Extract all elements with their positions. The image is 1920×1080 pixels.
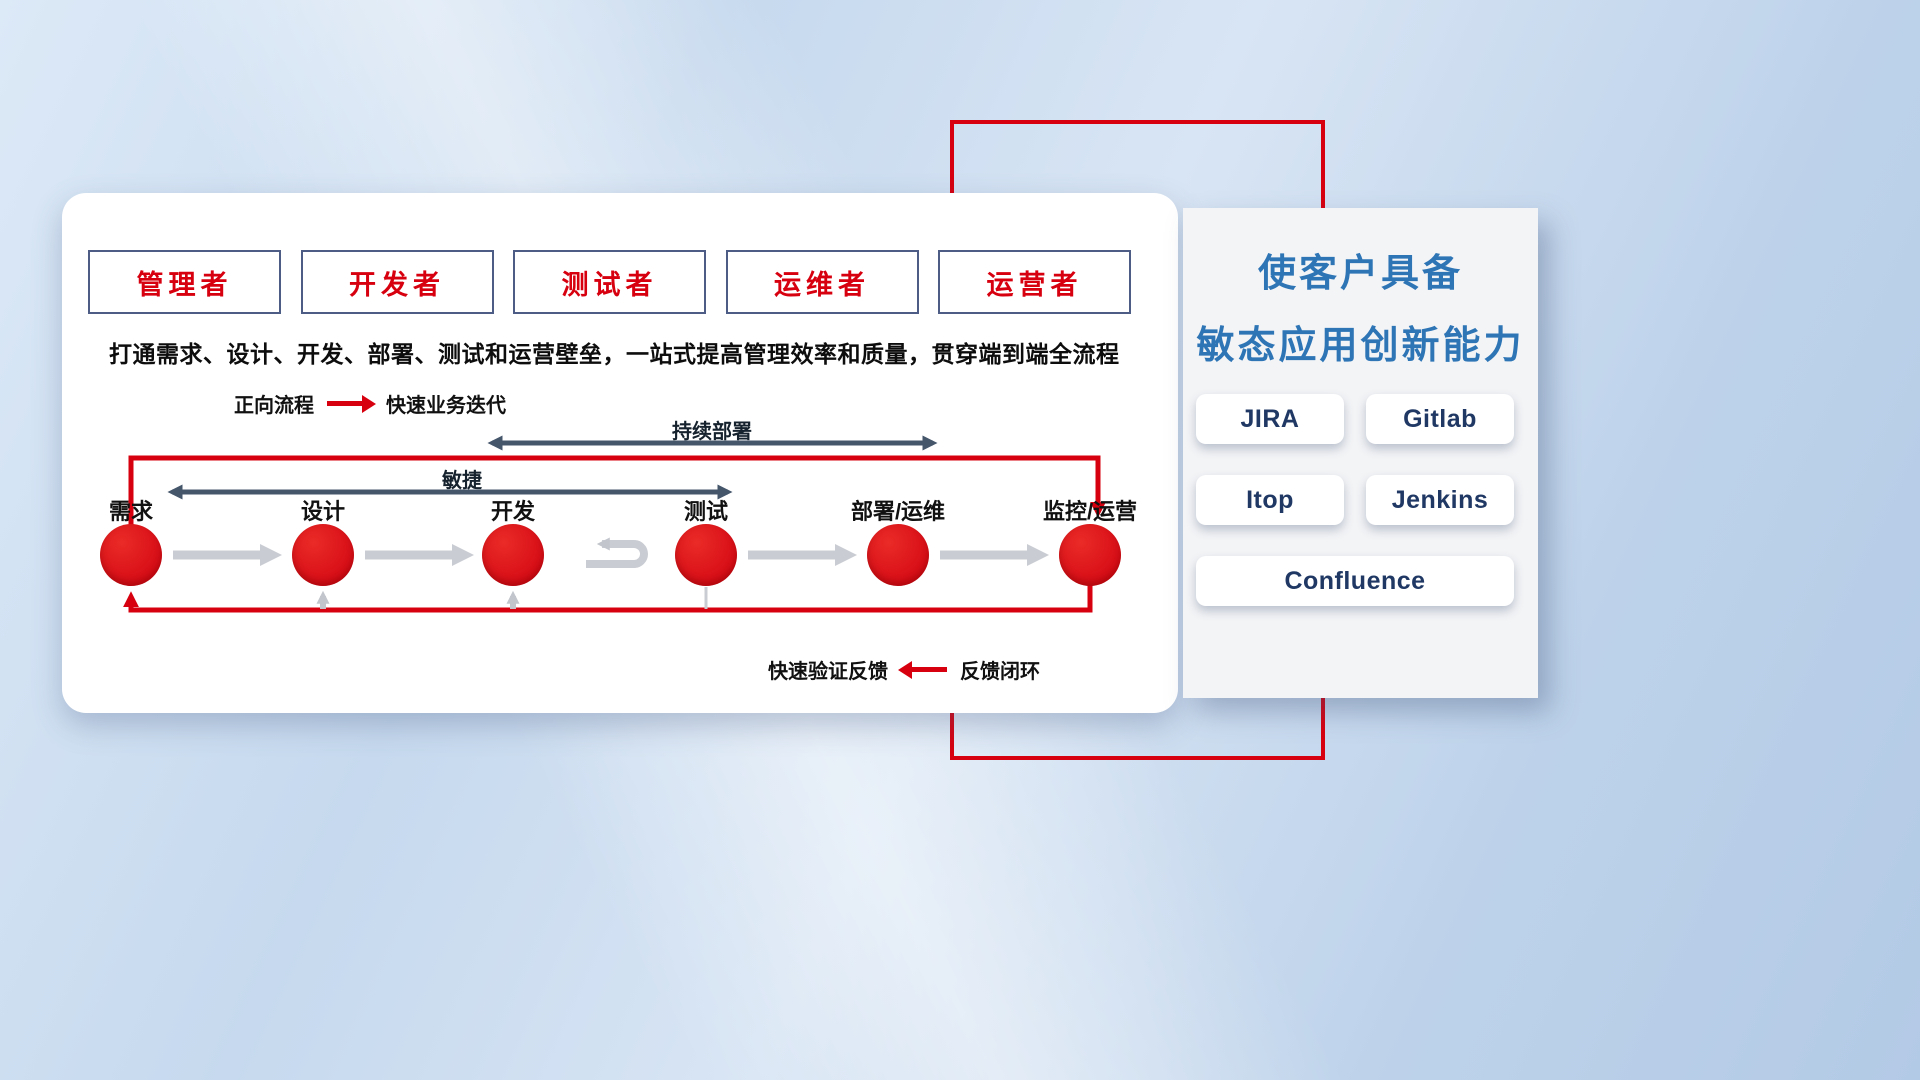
flow-description: 打通需求、设计、开发、部署、测试和运营壁垒，一站式提高管理效率和质量，贯穿端到端… (109, 341, 1120, 367)
stage-node-deploy-ops (867, 524, 929, 586)
stage-label-develop: 开发 (490, 499, 535, 524)
role-box-operator: 运营者 (938, 250, 1131, 314)
stage-label-test: 测试 (683, 499, 728, 524)
capability-title-line1: 使客户具备 (1257, 253, 1463, 295)
feedback-arrow-icon (898, 660, 947, 679)
tool-chip-label: Itop (1246, 485, 1294, 514)
role-box-ops: 运维者 (725, 250, 919, 314)
stage-node-design (292, 524, 354, 586)
continuous-deploy-label: 持续部署 (672, 421, 752, 443)
stage-node-requirements (100, 524, 162, 586)
tool-chip-jenkins: Jenkins (1366, 475, 1514, 525)
tool-chip-label: Confluence (1284, 566, 1426, 595)
capability-title-line2: 敏态应用创新能力 (1196, 325, 1525, 367)
stage-label-deploy-ops: 部署/运维 (850, 499, 946, 524)
role-boxes-row: 管理者 开发者 测试者 运维者 运营者 (88, 250, 1131, 314)
role-label: 开发者 (349, 269, 445, 300)
agile-label: 敏捷 (442, 470, 482, 492)
role-box-manager: 管理者 (88, 250, 281, 314)
tool-chip-label: Jenkins (1391, 485, 1489, 514)
role-box-tester: 测试者 (513, 250, 706, 314)
forward-arrow-icon (327, 394, 376, 413)
role-label: 管理者 (136, 269, 233, 300)
tool-chip-label: Gitlab (1403, 404, 1477, 433)
forward-flow-desc: 快速业务迭代 (386, 395, 506, 417)
tool-chip-itop: Itop (1196, 475, 1344, 525)
stage-label-monitor-operate: 监控/运营 (1042, 499, 1138, 524)
feedback-legend: 快速验证反馈 反馈闭环 (768, 655, 1040, 684)
stage-node-develop (482, 524, 544, 586)
tool-chip-confluence: Confluence (1196, 556, 1514, 606)
stage-node-test (675, 524, 737, 586)
tool-chip-label: JIRA (1240, 404, 1300, 433)
iteration-arrow-icon (586, 537, 648, 568)
devops-flow-panel: 管理者 开发者 测试者 运维者 运营者 打通需求、设计、开发、部署、测试和运营壁… (62, 193, 1178, 713)
feedback-loop-line (123, 584, 1093, 613)
feedback-desc: 快速验证反馈 (768, 661, 888, 683)
role-label: 测试者 (561, 269, 658, 300)
flow-arrows-layer (123, 435, 1106, 613)
role-label: 运营者 (986, 269, 1083, 300)
forward-flow-legend: 正向流程 快速业务迭代 (234, 389, 506, 418)
tool-chip-jira: JIRA (1196, 394, 1344, 444)
stage-node-monitor-operate (1059, 524, 1121, 586)
capability-panel: 使客户具备 敏态应用创新能力 JIRA Gitlab Itop Jenkins … (1183, 208, 1538, 698)
stage-label-requirements: 需求 (108, 499, 153, 524)
stage-label-design: 设计 (300, 499, 345, 524)
feedback-label: 反馈闭环 (960, 661, 1040, 683)
tool-chip-gitlab: Gitlab (1366, 394, 1514, 444)
forward-flow-label: 正向流程 (234, 395, 314, 417)
role-box-developer: 开发者 (300, 250, 494, 314)
forward-loop-line (128, 455, 1106, 526)
role-label: 运维者 (774, 269, 870, 300)
